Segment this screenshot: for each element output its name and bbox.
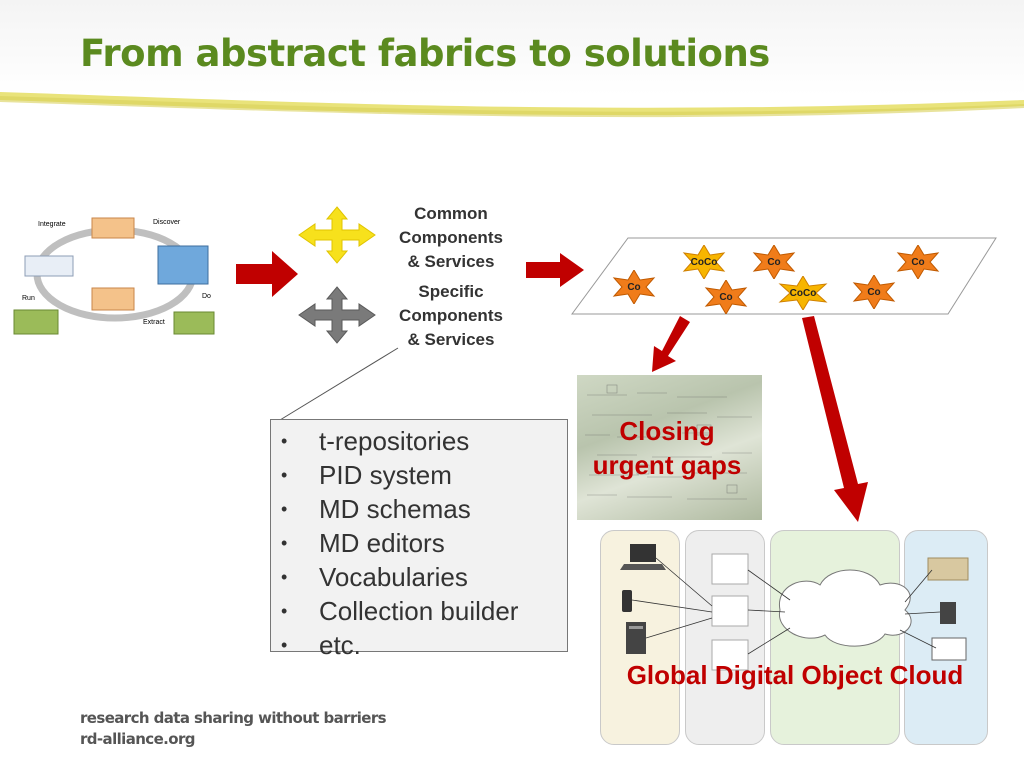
specific-components-icon <box>298 286 376 344</box>
plane-node: Co <box>896 245 940 279</box>
footer-url[interactable]: rd-alliance.org <box>80 730 196 748</box>
svg-text:Run: Run <box>22 295 35 302</box>
arrow-down-right-icon <box>802 316 868 522</box>
list-item: PID system <box>271 458 567 492</box>
svg-text:Integrate: Integrate <box>38 221 66 228</box>
plane-node-label: CoCo <box>691 257 718 268</box>
plane-node-label: Co <box>627 282 640 293</box>
list-item: Vocabularies <box>271 560 567 594</box>
arrow-right-icon <box>526 253 584 287</box>
common-components-icon <box>298 206 376 264</box>
plane-node-label: Co <box>867 287 880 298</box>
global-cloud-diagram <box>620 544 969 671</box>
plane-node: Co <box>704 280 748 314</box>
plane-node: CoCo <box>778 276 828 310</box>
svg-text:Do: Do <box>202 293 211 300</box>
gaps-image <box>577 375 762 520</box>
plane-node-label: CoCo <box>790 288 817 299</box>
slide-title: From abstract fabrics to solutions <box>80 32 770 75</box>
header-swoosh <box>0 0 1024 118</box>
arrow-down-left-icon <box>652 316 690 372</box>
plane-node-label: Co <box>719 292 732 303</box>
plane-node-label: Co <box>911 257 924 268</box>
list-item: MD editors <box>271 526 567 560</box>
plane-node-label: Co <box>767 257 780 268</box>
laptop-icon <box>620 544 666 570</box>
footer-tagline: research data sharing without barriers <box>80 709 387 727</box>
list-item: etc. <box>271 628 567 662</box>
list-item: MD schemas <box>271 492 567 526</box>
svg-text:Discover: Discover <box>153 219 181 226</box>
plane-node: Co <box>852 275 896 309</box>
research-cycle-diagram: Integrate Discover Run Do Extract <box>13 217 215 335</box>
plane-node: Co <box>612 270 656 304</box>
gaps-label: Closing urgent gaps <box>592 416 742 480</box>
arrow-right-icon <box>236 251 298 297</box>
specific-components-label: Specific Components & Services <box>399 282 503 349</box>
plane-node: CoCo <box>682 245 726 279</box>
connector-line <box>279 347 399 421</box>
server-icon <box>626 622 646 654</box>
cloud-label: Global Digital Object Cloud <box>626 660 964 690</box>
svg-text:Extract: Extract <box>143 319 165 326</box>
list-item: t-repositories <box>271 424 567 458</box>
specific-components-list: t-repositories PID system MD schemas MD … <box>270 419 568 662</box>
component-plane <box>571 237 997 315</box>
list-item: Collection builder <box>271 594 567 628</box>
common-components-label: Common Components & Services <box>399 204 503 271</box>
storage-icon <box>927 557 969 661</box>
phone-icon <box>622 590 632 612</box>
plane-node: Co <box>752 245 796 279</box>
